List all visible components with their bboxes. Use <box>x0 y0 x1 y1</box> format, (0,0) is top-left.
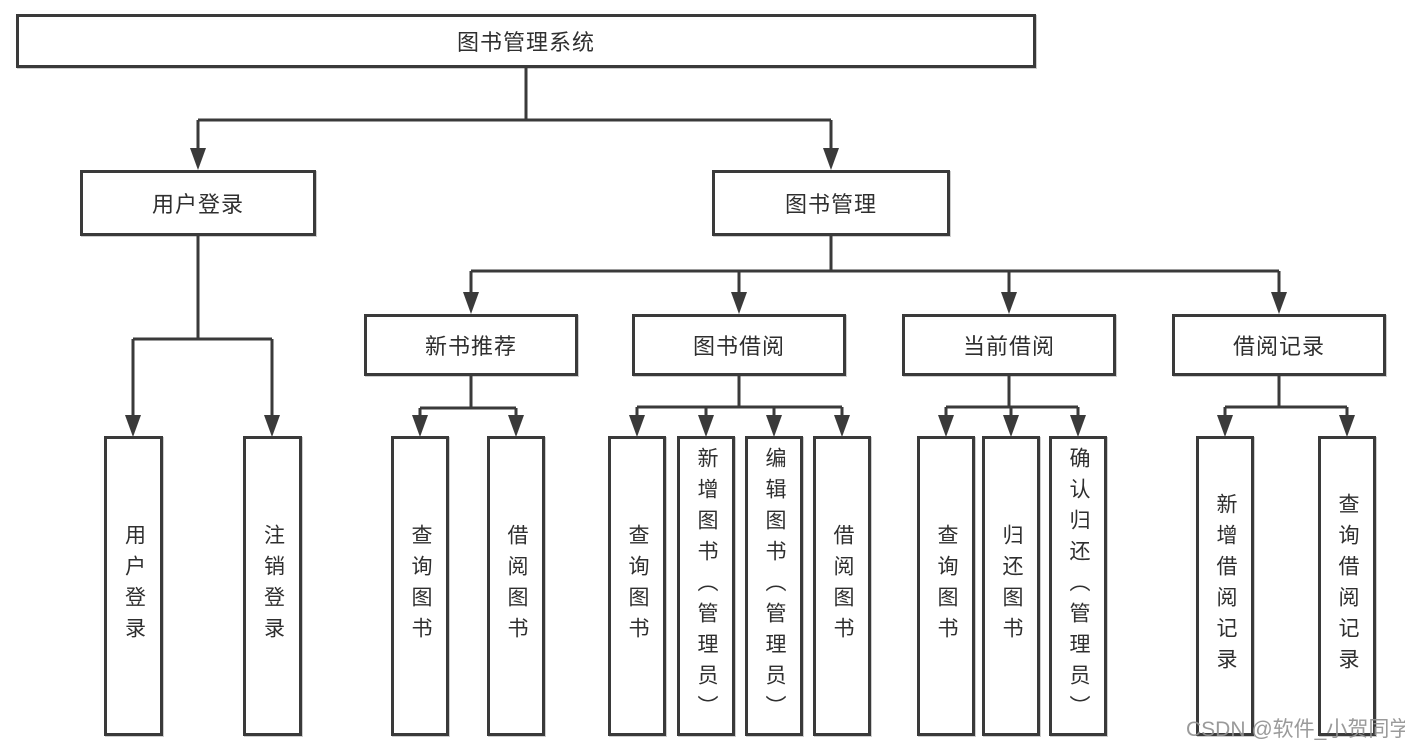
watermark: CSDN @软件_小贺同学 <box>1186 718 1405 741</box>
leaf-logout: 注销登录 <box>243 436 302 736</box>
node-user-login: 用户登录 <box>80 170 316 236</box>
node-root-system: 图书管理系统 <box>16 14 1036 68</box>
node-current-borrow: 当前借阅 <box>902 314 1116 376</box>
leaf-add-books-admin: 新增图书（管理员） <box>677 436 735 736</box>
node-user-login-label: 用户登录 <box>151 192 244 217</box>
leaf-borrow-books: 借阅图书 <box>813 436 871 736</box>
leaf-borrow-books-label: 借阅图书 <box>831 524 854 648</box>
leaf-query-books-recommend: 查询图书 <box>391 436 449 736</box>
node-borrow-records-label: 借阅记录 <box>1232 334 1325 359</box>
node-book-borrow-label: 图书借阅 <box>692 334 785 359</box>
node-borrow-records: 借阅记录 <box>1172 314 1386 376</box>
leaf-query-books-borrow-label: 查询图书 <box>626 524 649 648</box>
leaf-edit-books-admin-label: 编辑图书（管理员） <box>763 446 786 726</box>
node-book-management-label: 图书管理 <box>784 192 877 217</box>
leaf-user-login-label: 用户登录 <box>122 524 146 648</box>
leaf-query-books-current: 查询图书 <box>917 436 975 736</box>
leaf-edit-books-admin: 编辑图书（管理员） <box>745 436 803 736</box>
leaf-return-books-label: 归还图书 <box>1000 524 1023 648</box>
leaf-confirm-return-admin-label: 确认归还（管理员） <box>1067 446 1090 726</box>
node-current-borrow-label: 当前借阅 <box>962 334 1055 359</box>
leaf-query-books-borrow: 查询图书 <box>608 436 666 736</box>
node-book-borrow: 图书借阅 <box>632 314 846 376</box>
leaf-query-books-recommend-label: 查询图书 <box>409 524 432 648</box>
node-root-system-label: 图书管理系统 <box>456 30 595 55</box>
leaf-add-borrow-record-label: 新增借阅记录 <box>1214 493 1237 679</box>
node-new-book-recommend: 新书推荐 <box>364 314 578 376</box>
leaf-add-borrow-record: 新增借阅记录 <box>1196 436 1254 736</box>
leaf-query-borrow-record: 查询借阅记录 <box>1318 436 1376 736</box>
leaf-borrow-books-recommend-label: 借阅图书 <box>505 524 528 648</box>
leaf-logout-label: 注销登录 <box>261 524 285 648</box>
node-new-book-recommend-label: 新书推荐 <box>424 334 517 359</box>
leaf-return-books: 归还图书 <box>982 436 1040 736</box>
leaf-borrow-books-recommend: 借阅图书 <box>487 436 545 736</box>
leaf-user-login: 用户登录 <box>104 436 163 736</box>
leaf-query-books-current-label: 查询图书 <box>935 524 958 648</box>
leaf-add-books-admin-label: 新增图书（管理员） <box>695 446 718 726</box>
leaf-confirm-return-admin: 确认归还（管理员） <box>1049 436 1107 736</box>
leaf-query-borrow-record-label: 查询借阅记录 <box>1336 493 1359 679</box>
node-book-management: 图书管理 <box>712 170 950 236</box>
